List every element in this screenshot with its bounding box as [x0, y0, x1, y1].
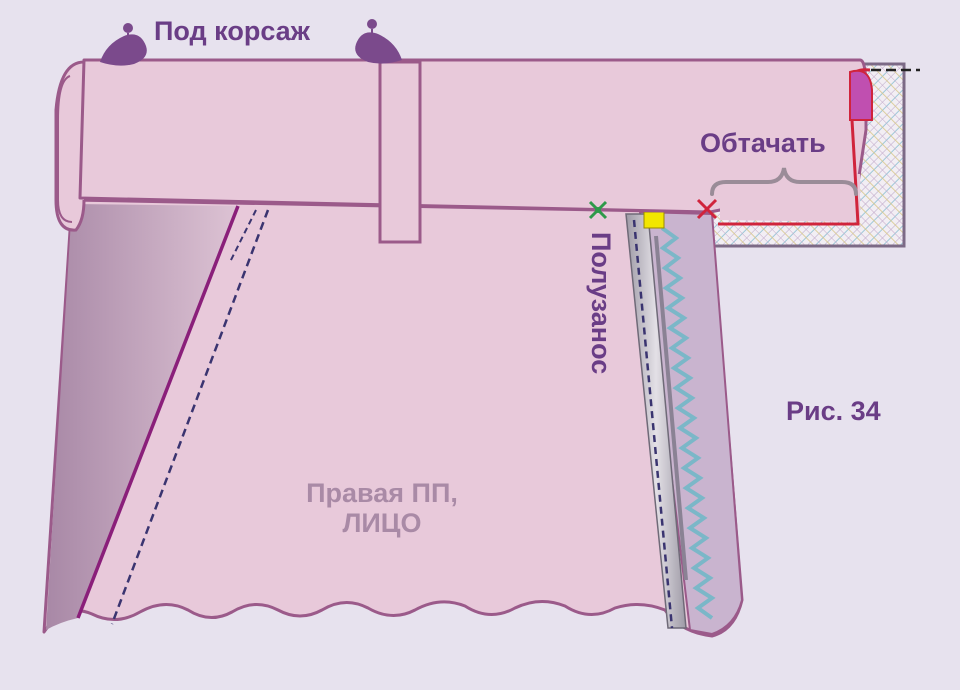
- label-sew-facing: Обтачать: [700, 128, 826, 158]
- zipper-stop-marker: [643, 211, 665, 229]
- red-cross-marker: [696, 198, 718, 220]
- label-under-bodice: Под корсаж: [154, 16, 311, 46]
- zipper-area: [625, 210, 744, 636]
- facing-extension: [720, 173, 860, 222]
- skirt-panel: [42, 198, 744, 638]
- pleat-fold-line: [76, 205, 240, 619]
- green-cross-marker: [588, 200, 608, 220]
- waistband: [54, 58, 873, 244]
- pleat-stitch-line: [110, 209, 270, 625]
- label-right-front-panel: Правая ПП,: [306, 478, 458, 508]
- zipper-teeth: [659, 226, 716, 620]
- label-half-overlap: Полузанос: [586, 232, 616, 374]
- sewing-pin-icon: [100, 23, 147, 66]
- label-face-side: ЛИЦО: [342, 508, 421, 538]
- figure-number: Рис. 34: [786, 396, 881, 426]
- sew-facing-brace: [710, 167, 858, 196]
- pleat-shade: [46, 204, 238, 630]
- sewing-pin-icon: [355, 19, 402, 64]
- belt-loop: [378, 60, 422, 244]
- facing-tab: [849, 69, 873, 121]
